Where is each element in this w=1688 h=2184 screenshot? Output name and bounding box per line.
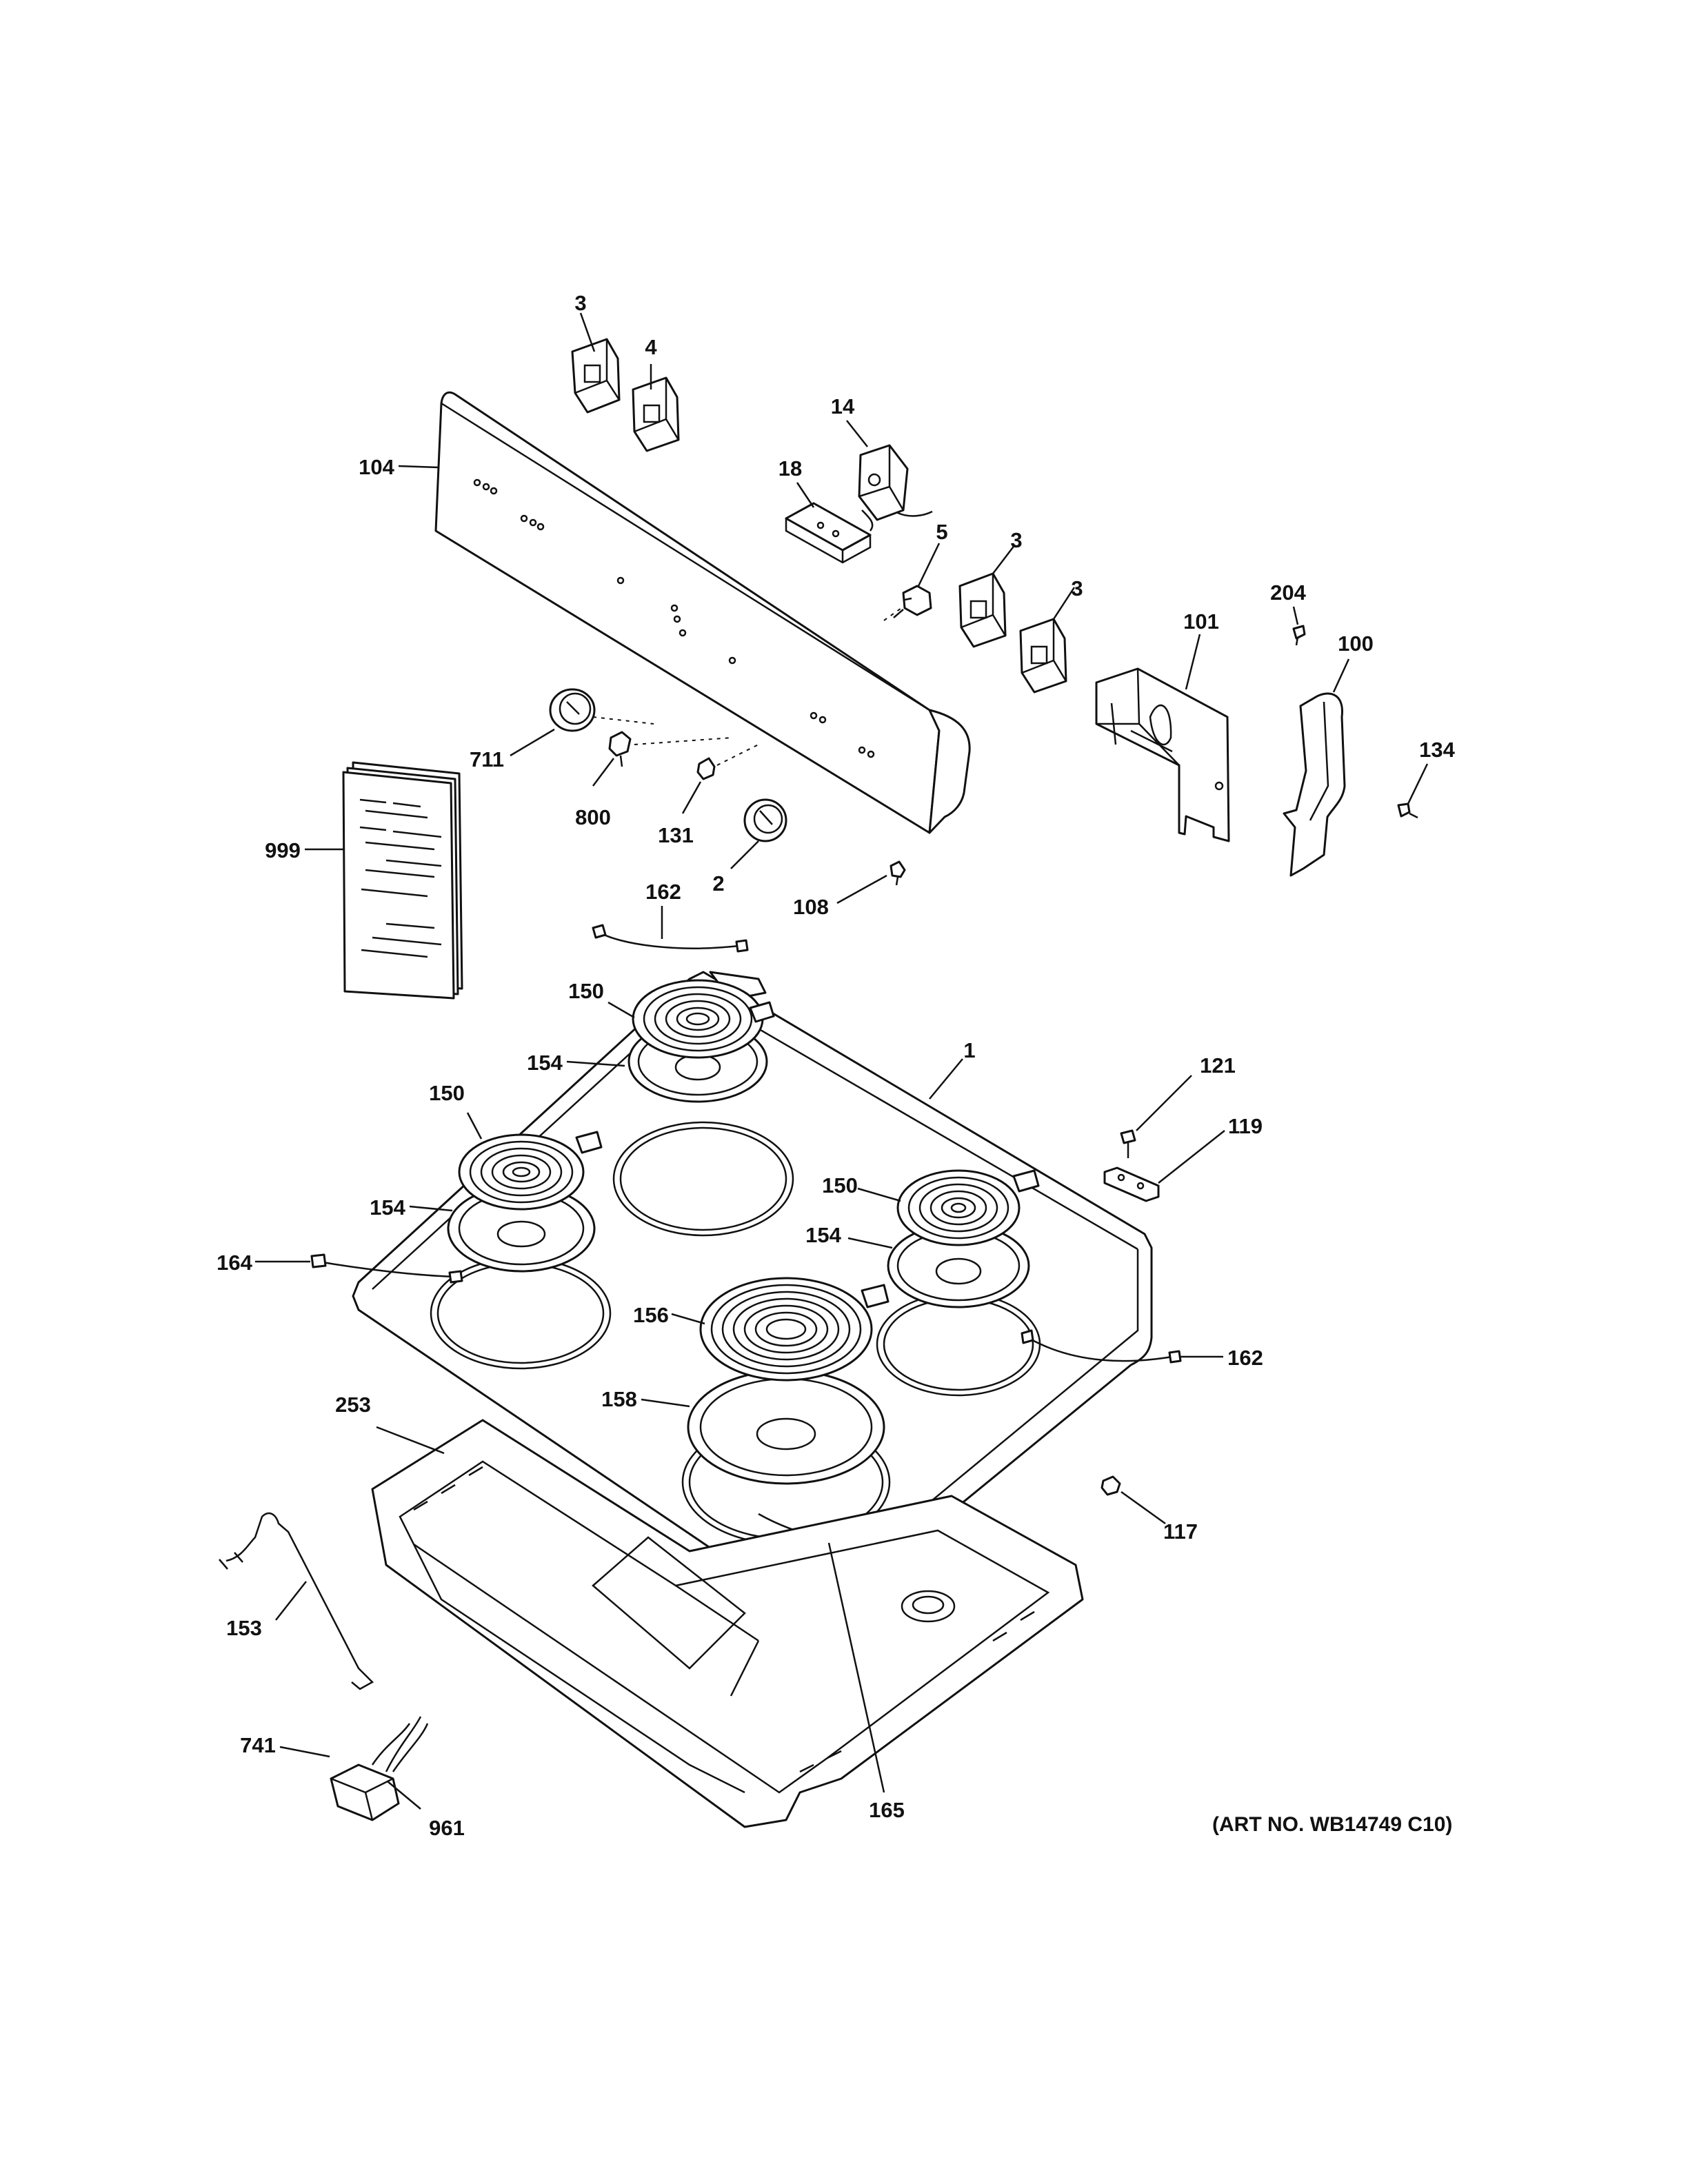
callout-154b: 154 <box>370 1195 405 1220</box>
callout-labels: 3 4 104 14 18 5 3 3 204 101 100 134 711 … <box>217 291 1455 1840</box>
clip-108 <box>890 860 906 886</box>
screw-121 <box>1120 1129 1136 1158</box>
callout-999: 999 <box>265 838 301 862</box>
callout-150b: 150 <box>429 1081 465 1105</box>
leader-lines <box>255 312 1429 1810</box>
callout-104: 104 <box>359 455 394 479</box>
callout-150c: 150 <box>822 1173 858 1197</box>
callout-711: 711 <box>470 747 504 771</box>
wire-harness-162-upper <box>592 924 749 953</box>
callout-158: 158 <box>601 1387 637 1411</box>
nut-117 <box>1101 1475 1121 1496</box>
callout-3b: 3 <box>1010 528 1022 552</box>
panel-holes <box>473 478 875 758</box>
wire-harness-153 <box>219 1512 374 1690</box>
screw-204 <box>1292 625 1306 646</box>
infinite-switch-3-right <box>1019 618 1067 694</box>
signal-light <box>893 585 932 618</box>
callout-165: 165 <box>869 1798 905 1822</box>
callout-117: 117 <box>1163 1519 1198 1544</box>
burner-box-pan <box>371 1419 1084 1828</box>
callout-154a: 154 <box>527 1051 563 1075</box>
callout-100: 100 <box>1338 631 1374 656</box>
panel-end-cap <box>1095 667 1230 842</box>
knob-oven <box>549 688 596 732</box>
callout-134: 134 <box>1419 738 1455 762</box>
drip-pan-rear-right <box>887 1223 1030 1308</box>
callout-121: 121 <box>1200 1053 1236 1078</box>
callout-3a: 3 <box>574 291 586 315</box>
callout-162b: 162 <box>1227 1346 1263 1370</box>
terminal-block-741 <box>330 1716 429 1821</box>
art-number: (ART NO. WB14749 C10) <box>1212 1813 1452 1836</box>
callout-162a: 162 <box>645 880 681 904</box>
callout-119: 119 <box>1228 1114 1263 1138</box>
instruction-booklet <box>342 761 463 1000</box>
side-trim <box>1283 692 1346 877</box>
infinite-switch-4 <box>632 376 680 452</box>
callout-154c: 154 <box>805 1223 841 1247</box>
screw-134 <box>1397 802 1418 819</box>
callout-204: 204 <box>1270 580 1306 605</box>
callout-101: 101 <box>1183 609 1219 634</box>
callout-156: 156 <box>633 1303 669 1327</box>
wire-harness-162-lower <box>1021 1329 1182 1364</box>
surface-unit-rear-left <box>632 979 775 1059</box>
callout-131: 131 <box>658 823 694 847</box>
callout-800: 800 <box>575 805 611 829</box>
callout-153: 153 <box>226 1616 262 1640</box>
callout-741: 741 <box>240 1733 276 1757</box>
surface-unit-large <box>699 1277 890 1382</box>
control-shaft-800 <box>608 731 632 767</box>
surface-unit-rear-right <box>896 1169 1040 1246</box>
callout-14: 14 <box>831 394 855 418</box>
callout-2: 2 <box>712 871 724 896</box>
callout-108: 108 <box>793 895 829 919</box>
wire-harness-164 <box>310 1253 463 1284</box>
callout-3c: 3 <box>1071 576 1083 600</box>
drip-pan-front-right-large <box>687 1369 885 1485</box>
callout-253: 253 <box>335 1393 371 1417</box>
surface-unit-front-left <box>458 1131 603 1211</box>
knob-surface <box>743 798 787 842</box>
bracket-119 <box>1103 1166 1160 1202</box>
oven-thermostat-control <box>858 444 933 532</box>
dash-lines-knobs <box>592 606 904 766</box>
infinite-switch-3-middle <box>958 572 1007 648</box>
backsplash-panel <box>434 391 971 834</box>
callout-164: 164 <box>217 1251 252 1275</box>
callout-4: 4 <box>645 335 657 359</box>
spacer-131 <box>696 757 716 780</box>
callout-961: 961 <box>429 1816 465 1840</box>
infinite-switch-3-left <box>571 338 621 414</box>
callout-1: 1 <box>963 1038 975 1062</box>
callout-18: 18 <box>778 456 802 481</box>
pan-slots <box>413 1466 1035 1773</box>
callout-150a: 150 <box>568 979 604 1003</box>
callout-5: 5 <box>936 520 947 544</box>
control-mounting-bracket <box>785 502 872 564</box>
